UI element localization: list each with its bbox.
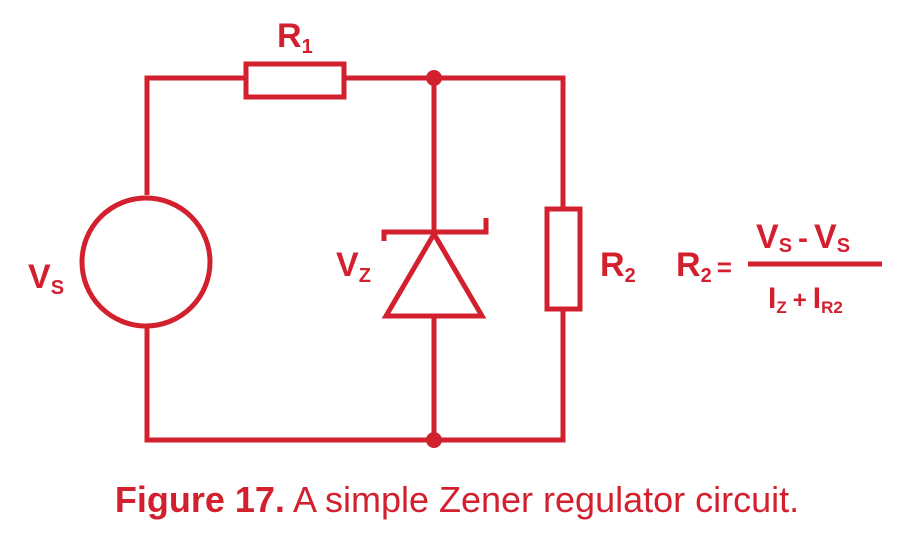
formula-numerator: VS-VS	[756, 218, 850, 257]
formula-lhs: R2=	[676, 246, 732, 287]
label-r1: R1	[277, 17, 313, 58]
junction-dot-bottom	[426, 432, 442, 448]
wire-top-left	[144, 75, 246, 195]
label-vz: VZ	[336, 246, 371, 287]
wire-bottom	[144, 309, 566, 443]
resistor-r1	[243, 61, 347, 100]
wire-top-right	[344, 75, 566, 209]
zener-diode-triangle	[381, 229, 487, 319]
resistor-r2	[544, 206, 583, 312]
zener-diode-bar	[381, 218, 489, 241]
formula-denominator: IZ+IR2	[768, 282, 843, 317]
label-vs: VS	[28, 258, 64, 299]
caption-figure-number: Figure 17.	[114, 479, 285, 520]
voltage-source-vs	[79, 195, 213, 329]
junction-dot-top	[426, 70, 442, 86]
label-r2: R2	[600, 246, 636, 287]
caption-text: A simple Zener regulator circuit.	[284, 479, 800, 520]
figure-caption: Figure 17. A simple Zener regulator circ…	[0, 478, 914, 522]
